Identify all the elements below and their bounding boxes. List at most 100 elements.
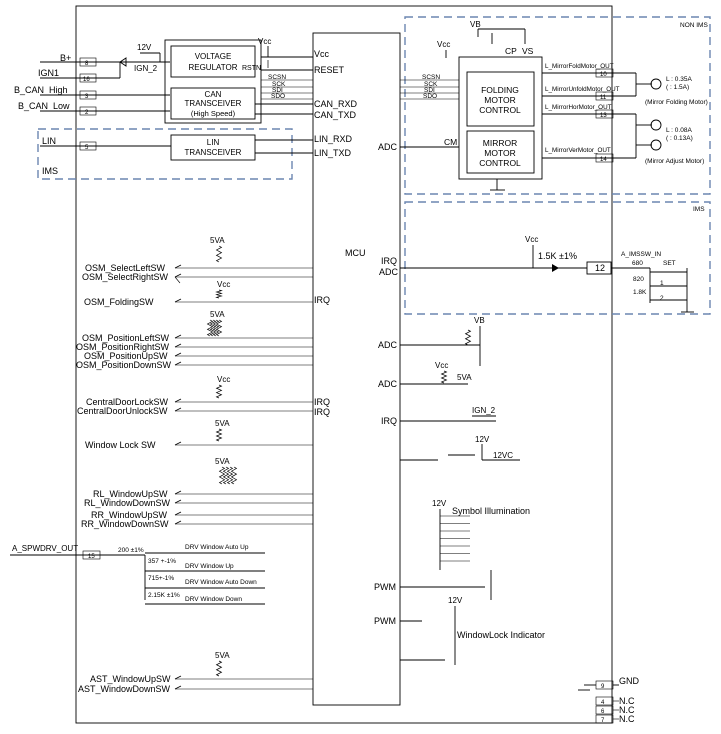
rstn-label: RSTN	[242, 65, 261, 72]
can-txd-label: CAN_TXD	[314, 110, 357, 120]
pin-8: 8	[85, 61, 89, 67]
central-door-unlock-label: CentralDoorUnlockSW	[77, 406, 168, 416]
fold-motor-icon	[650, 78, 662, 90]
ims-pin-12: 12	[595, 263, 605, 273]
rs-adc-2-label: ADC	[378, 379, 398, 389]
power-input-group: B+ IGN1 B_CAN_High B_CAN_Low 8 16 3 2 12…	[14, 43, 170, 116]
gnd-label: GND	[619, 676, 640, 686]
adc-cm-label: ADC	[378, 142, 398, 152]
b-can-high-label: B_CAN_High	[14, 85, 68, 95]
r18k-label: 1.8K	[633, 289, 647, 296]
down-label: DRV Window Down	[185, 596, 242, 603]
pin-3: 3	[85, 94, 89, 100]
osm-folding-label: OSM_FoldingSW	[84, 297, 154, 307]
adjust-current-1: L : 0.08A	[666, 127, 692, 134]
pullup-resistor-6	[215, 384, 223, 399]
auto-down-label: DRV Window Auto Down	[185, 579, 257, 586]
sck-label: SCK	[272, 81, 286, 88]
rl-up-label: RL_WindowUpSW	[93, 489, 168, 499]
folding-line1: FOLDING	[481, 85, 519, 95]
door-irq-2-label: IRQ	[314, 407, 330, 417]
pullup-resistor-4	[212, 319, 220, 337]
rs-vcc-label: Vcc	[435, 361, 448, 370]
voltage-regulator-line1: VOLTAGE	[195, 52, 232, 61]
window-lock-label: Window Lock SW	[85, 440, 156, 450]
r357-label: 357 +-1%	[148, 558, 176, 565]
lock-12v-label: 12V	[448, 596, 463, 605]
lin-rxd-label: LIN_RXD	[314, 134, 353, 144]
osm-position-left-switch	[174, 334, 182, 339]
v5va-3-label: 5VA	[215, 419, 230, 428]
nc-1-label: N.C	[619, 696, 635, 706]
osm-select-left-switch	[174, 264, 182, 269]
folding-line2: MOTOR	[484, 95, 515, 105]
adc-pullup-resistor	[440, 370, 448, 384]
reset-label: RESET	[314, 65, 345, 75]
v12-top-label: 12V	[137, 43, 152, 52]
rs-ign2-label: IGN_2	[472, 406, 496, 415]
ni-sck-label: SCK	[424, 81, 438, 88]
fold-current-2: ( : 1.5A)	[666, 84, 689, 91]
vcc-mcu-label: Vcc	[314, 49, 330, 59]
s1-label: 1	[660, 280, 664, 287]
voltage-regulator: VOLTAGE REGULATOR CAN TRANSCEIVER (High …	[164, 39, 262, 124]
ims-left-label: IMS	[42, 166, 58, 176]
osm-position-left-label: OSM_PositionLeftSW	[82, 333, 170, 343]
ims-resistor-label: 1.5K ±1%	[538, 251, 577, 261]
ast-up-label: AST_WindowUpSW	[90, 674, 171, 684]
rs-irq-label: IRQ	[381, 416, 397, 426]
window-lock-indicator-label: WindowLock Indicator	[457, 630, 545, 640]
top-signal-lines: Vcc Vcc RSTN RESET SCSN SCK SDI SDO CAN_…	[242, 37, 358, 120]
ims-vcc-label: Vcc	[525, 235, 538, 244]
sdi-label: SDI	[272, 87, 283, 94]
drv-window-section: A_SPWDRV_OUT 15 200 ±1% DRV Window Auto …	[10, 544, 265, 605]
pin-16: 16	[83, 77, 90, 83]
vb-divider-resistor	[464, 329, 472, 346]
non-ims-section: NON IMS VB Vcc CP VS FOLDING MOTOR CONTR…	[378, 16, 711, 195]
rs-12vc-label: 12VC	[493, 451, 513, 460]
v5va-1-label: 5VA	[210, 236, 225, 245]
pin-2: 2	[85, 110, 89, 116]
v5va-4-label: 5VA	[215, 457, 230, 466]
up-label: DRV Window Up	[185, 563, 234, 570]
adjust-caption: (Mirror Adjust Motor)	[645, 158, 704, 165]
r680-label: 680	[632, 260, 643, 267]
vcc-osm-label: Vcc	[217, 280, 230, 289]
ni-sdo-label: SDO	[423, 93, 437, 100]
non-ims-title: NON IMS	[680, 22, 708, 29]
osm-folding-switch	[174, 298, 182, 303]
nc-2-label: N.C	[619, 705, 635, 715]
auto-up-label: DRV Window Auto Up	[185, 544, 249, 551]
rs-adc-1-label: ADC	[378, 340, 398, 350]
ign2-small-label: IGN_2	[134, 64, 158, 73]
mirror-line2: MOTOR	[484, 148, 515, 158]
sdo-label: SDO	[271, 93, 285, 100]
pin-10: 10	[600, 72, 607, 78]
pullup-resistor-2	[206, 319, 214, 337]
door-irq-1-label: IRQ	[314, 397, 330, 407]
rr-down-label: RR_WindowDownSW	[81, 519, 169, 529]
pullup-resistor-10	[226, 466, 234, 485]
rr-down-switch	[174, 520, 182, 525]
central-door-unlock-switch	[174, 407, 182, 412]
folding-line3: CONTROL	[479, 105, 521, 115]
lin-transceiver-line1: LIN	[207, 138, 220, 147]
rs-vb-label: VB	[474, 316, 485, 325]
nc-3-label: N.C	[619, 714, 635, 724]
ign1-label: IGN1	[38, 68, 59, 78]
osm-select-right-switch	[174, 273, 182, 278]
pin-5: 5	[85, 145, 89, 151]
can-transceiver-line1: CAN	[205, 90, 222, 99]
imssw-label: A_IMSSW_IN	[621, 251, 661, 258]
pullup-resistor-12	[215, 660, 223, 677]
ni-scsn-label: SCSN	[422, 74, 440, 81]
ims-adc-label: ADC	[379, 267, 399, 277]
rl-down-switch	[174, 499, 182, 504]
pullup-resistor-8	[218, 466, 226, 485]
pullup-resistor-9	[222, 466, 230, 485]
pullup-resistor-3	[209, 319, 217, 337]
non-ims-vcc-label: Vcc	[437, 40, 450, 49]
can-rxd-label: CAN_RXD	[314, 99, 358, 109]
pin-14: 14	[600, 157, 607, 163]
output-ver-label: L_MirrorVerMotor_OUT	[545, 147, 611, 154]
